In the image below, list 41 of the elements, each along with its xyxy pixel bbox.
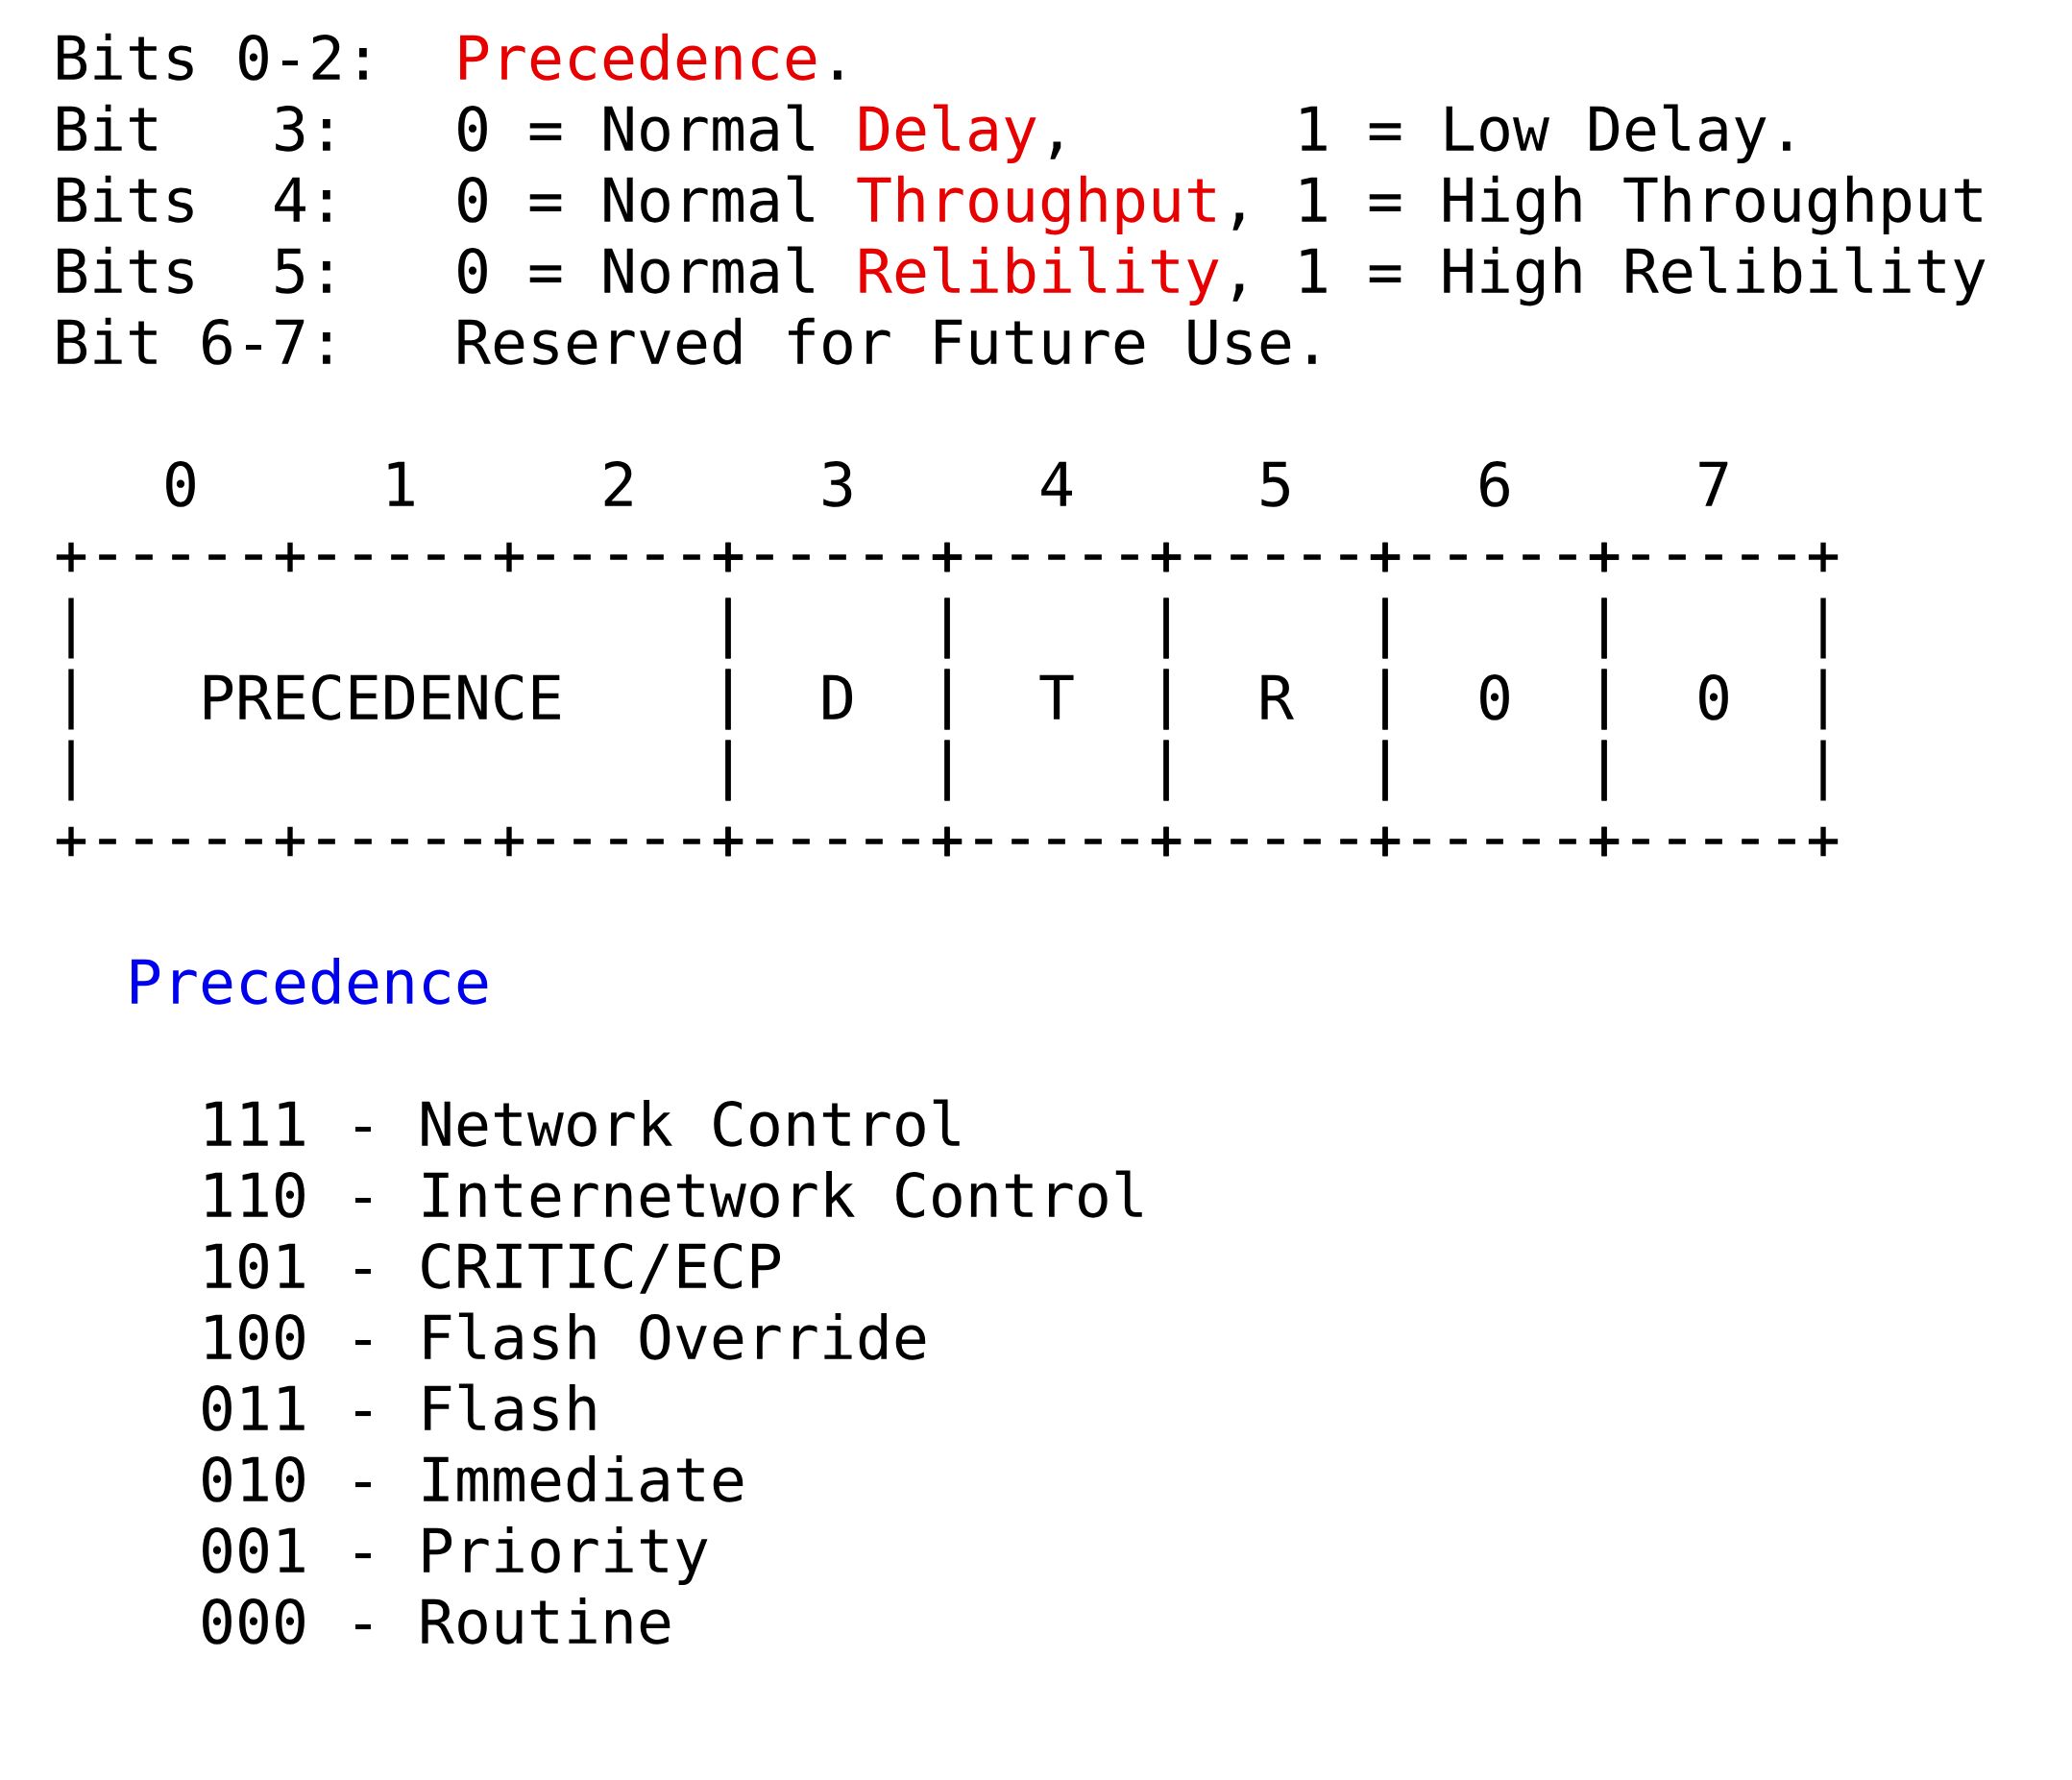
table-cell: R bbox=[1149, 540, 1402, 859]
list-item: 101 - CRITIC/ECP bbox=[206, 1243, 781, 1294]
list-item: 000 - Routine bbox=[203, 1597, 670, 1645]
table-cell: T bbox=[930, 540, 1183, 859]
value-description: Reserved for Future Use. bbox=[458, 317, 1316, 365]
bit-range-label: Bit 3: bbox=[58, 104, 330, 152]
table-cell: D bbox=[711, 540, 964, 859]
bit-range-label: Bit 6-7: bbox=[58, 317, 330, 365]
list-item: 010 - Immediate bbox=[203, 1454, 743, 1502]
punctuation: , bbox=[1232, 212, 1244, 231]
bit-number: 7 bbox=[1699, 461, 1728, 506]
list-item: 110 - Internetwork Control bbox=[206, 1170, 1142, 1218]
value-description: 1 = High Throughput bbox=[1301, 175, 1982, 235]
value-description: 0 = Normal bbox=[458, 246, 814, 294]
bit-range-label: Bits 4: bbox=[58, 175, 330, 223]
punctuation: , bbox=[1050, 141, 1061, 159]
table-cell: 0 bbox=[1587, 540, 1840, 859]
list-item: 111 - Network Control bbox=[206, 1099, 960, 1147]
bit-number: 2 bbox=[604, 461, 632, 506]
value-description: 0 = Normal bbox=[458, 175, 814, 223]
bit-number: 5 bbox=[1261, 461, 1289, 507]
bit-number: 6 bbox=[1480, 461, 1509, 507]
bit-number: 3 bbox=[823, 461, 852, 507]
list-item: 011 - Flash bbox=[203, 1383, 596, 1431]
value-description: 1 = Low Delay. bbox=[1301, 104, 1791, 163]
value-description: 0 = Normal bbox=[458, 104, 814, 152]
table-cell: PRECEDENCE bbox=[54, 540, 745, 859]
field-name: Precedence bbox=[460, 33, 817, 81]
bit-range-label: Bits 0-2: bbox=[58, 33, 367, 81]
bit-range-label: Bits 5: bbox=[58, 246, 330, 294]
field-name: Throughput bbox=[857, 175, 1215, 235]
section-heading: Precedence bbox=[132, 957, 488, 1005]
field-name: Relibility bbox=[860, 246, 1219, 305]
field-name: Delay bbox=[860, 104, 1036, 163]
list-item: 001 - Priority bbox=[203, 1525, 708, 1585]
table-cell: 0 bbox=[1368, 540, 1621, 859]
list-item: 100 - Flash Override bbox=[206, 1312, 926, 1360]
punctuation: . bbox=[834, 70, 841, 80]
value-description: 1 = High Relibility bbox=[1301, 246, 1986, 306]
punctuation: , bbox=[1232, 283, 1244, 302]
bit-number: 4 bbox=[1041, 461, 1072, 506]
